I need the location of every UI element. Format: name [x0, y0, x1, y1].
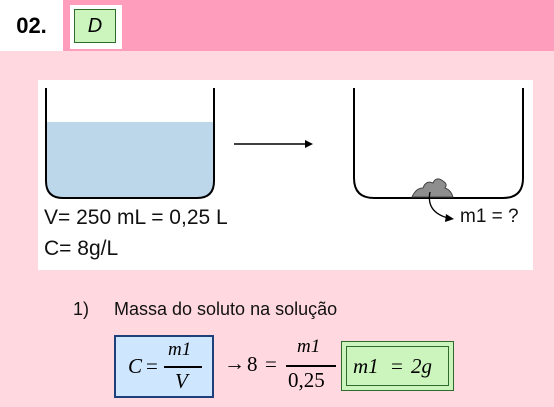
formula-denominator: V [175, 369, 188, 393]
formula-equals: = [146, 354, 158, 378]
solute-residue [411, 178, 454, 198]
unknown-mass-label: m1 = ? [460, 206, 519, 227]
answer-box: D [74, 9, 116, 43]
right-beaker [353, 88, 524, 199]
value-denominator: 0,25 [288, 368, 325, 392]
solution-water [46, 122, 214, 198]
volume-label: V= 250 mL = 0,25 L [44, 206, 228, 229]
beakers-illustration [45, 88, 524, 222]
result-box: m1 = 2g [341, 341, 454, 391]
formula-fraction-bar [164, 366, 202, 368]
result-lhs: m1 [353, 354, 379, 378]
formula-c: C [128, 354, 143, 378]
result-inner-frame: m1 = 2g [346, 346, 449, 386]
arrow-symbol: → [224, 351, 245, 375]
value-fraction-bar [286, 365, 336, 367]
formula-numerator: m1 [168, 339, 192, 360]
value-numerator: m1 [297, 336, 321, 357]
mass-pointer-head [445, 214, 454, 222]
concentration-label: C= 8g/L [44, 237, 119, 260]
step-title: Massa do soluto na solução [114, 299, 338, 319]
answer-frame: D [70, 5, 122, 49]
concentration-formula: C = m1 V [114, 335, 214, 398]
value-c: 8 [247, 352, 258, 376]
question-number: 02. [0, 0, 63, 51]
value-equals: = [265, 352, 277, 376]
result-equals: = [391, 354, 403, 378]
result-rhs: 2g [411, 354, 432, 378]
step-number: 1) [73, 299, 90, 319]
left-beaker [45, 88, 215, 199]
process-arrow-head [305, 140, 313, 148]
figure-panel: V= 250 mL = 0,25 L C= 8g/L m1 = ? [38, 80, 533, 270]
mass-pointer [428, 191, 449, 219]
